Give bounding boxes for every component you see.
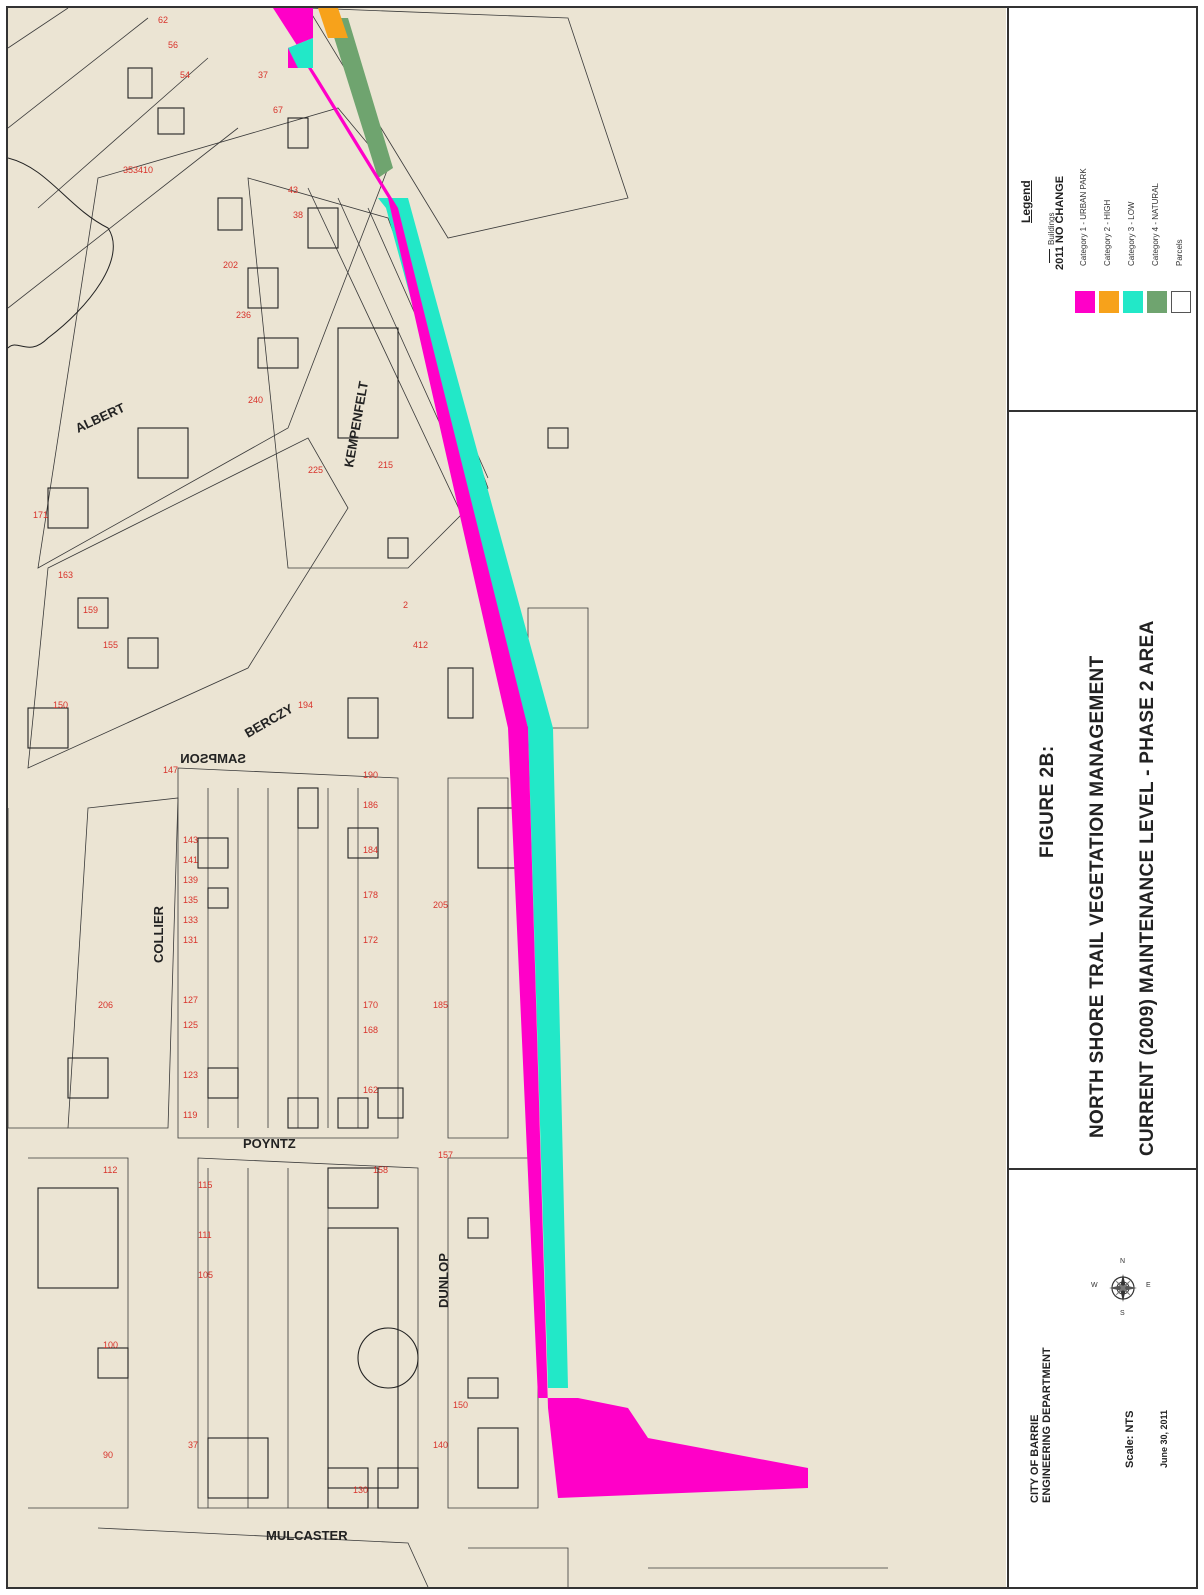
address-number: 225 <box>308 465 323 475</box>
address-number: 147 <box>163 765 178 775</box>
address-number: 141 <box>183 855 198 865</box>
street-label-dunlop: DUNLOP <box>436 1253 451 1308</box>
compass-south-label: S <box>1120 1310 1125 1317</box>
category-1-urban-park-zone <box>273 8 808 1498</box>
legend-swatch-urban-park <box>1075 291 1095 313</box>
street-label-poyntz: POYNTZ <box>243 1136 296 1151</box>
address-number: 111 <box>198 1230 212 1240</box>
address-number: 119 <box>183 1110 197 1120</box>
address-number: 412 <box>413 640 428 650</box>
address-number: 178 <box>363 890 378 900</box>
compass-west-label: W <box>1091 1282 1098 1289</box>
address-number: 2 <box>403 600 408 610</box>
address-number: 172 <box>363 935 378 945</box>
address-number: 125 <box>183 1020 198 1030</box>
compass-north-label: N <box>1120 1258 1126 1265</box>
address-number: 194 <box>298 700 313 710</box>
address-number: 168 <box>363 1025 378 1035</box>
address-number: 158 <box>373 1165 388 1175</box>
address-numbers: 62 56 54 37 67 353 410 43 38 202 236 240… <box>33 15 468 1495</box>
street-label-collier: COLLIER <box>151 905 166 963</box>
address-number: 90 <box>103 1450 113 1460</box>
address-number: 215 <box>378 460 393 470</box>
street-label-sampson: SAMPSON <box>180 751 246 766</box>
map-frame <box>6 6 1198 1589</box>
building-footprints <box>27 67 569 1509</box>
map-canvas: ALBERT KEMPENFELT BERCZY SAMPSON COLLIER… <box>8 8 888 1587</box>
address-number: 135 <box>183 895 198 905</box>
address-number: 130 <box>353 1485 368 1495</box>
category-2-high-zone <box>318 8 348 38</box>
address-number: 205 <box>433 900 448 910</box>
address-number: 157 <box>438 1150 453 1160</box>
legend-swatch-high <box>1099 291 1119 313</box>
panel-divider <box>1009 1168 1198 1170</box>
legend-swatch-low <box>1123 291 1143 313</box>
address-number: 115 <box>198 1180 212 1190</box>
address-number: 202 <box>223 260 238 270</box>
category-4-natural-zone <box>328 18 393 178</box>
compass-east-label: E <box>1146 1282 1151 1289</box>
legend-swatch-parcels <box>1171 291 1191 313</box>
address-number: 139 <box>183 875 198 885</box>
address-number: 43 <box>288 185 298 195</box>
compass-rose-icon <box>1105 1270 1141 1306</box>
street-label-mulcaster: MULCASTER <box>266 1528 348 1543</box>
address-number: 236 <box>236 310 251 320</box>
address-number: 353 <box>123 165 138 175</box>
address-number: 410 <box>138 165 153 175</box>
address-number: 155 <box>103 640 118 650</box>
address-number: 112 <box>103 1165 117 1175</box>
address-number: 67 <box>273 105 283 115</box>
address-number: 54 <box>180 70 190 80</box>
address-number: 170 <box>363 1000 378 1010</box>
address-number: 162 <box>363 1085 378 1095</box>
address-number: 206 <box>98 1000 113 1010</box>
category-3-low-zone <box>378 198 568 1388</box>
address-number: 56 <box>168 40 178 50</box>
address-number: 190 <box>363 770 378 780</box>
address-number: 186 <box>363 800 378 810</box>
title-block: Legend Buildings 2011 NO CHANGE Category… <box>1007 8 1198 1587</box>
address-number: 150 <box>453 1400 468 1410</box>
address-number: 143 <box>183 835 198 845</box>
shoreline-outline <box>8 157 114 349</box>
address-number: 159 <box>83 605 98 615</box>
address-number: 105 <box>198 1270 213 1280</box>
address-number: 131 <box>183 935 198 945</box>
address-number: 150 <box>53 700 68 710</box>
address-number: 163 <box>58 570 73 580</box>
address-number: 37 <box>258 70 268 80</box>
address-number: 240 <box>248 395 263 405</box>
address-number: 185 <box>433 1000 448 1010</box>
legend-swatch-natural <box>1147 291 1167 313</box>
address-number: 171 <box>33 510 48 520</box>
map-area[interactable]: ALBERT KEMPENFELT BERCZY SAMPSON COLLIER… <box>8 8 1006 1587</box>
address-number: 100 <box>103 1340 118 1350</box>
address-number: 38 <box>293 210 303 220</box>
address-number: 140 <box>433 1440 448 1450</box>
category-3-low-patch <box>288 38 313 68</box>
address-number: 133 <box>183 915 198 925</box>
address-number: 37 <box>188 1440 198 1450</box>
panel-divider <box>1009 410 1198 412</box>
address-number: 184 <box>363 845 378 855</box>
address-number: 127 <box>183 995 198 1005</box>
address-number: 123 <box>183 1070 198 1080</box>
address-number: 62 <box>158 15 168 25</box>
